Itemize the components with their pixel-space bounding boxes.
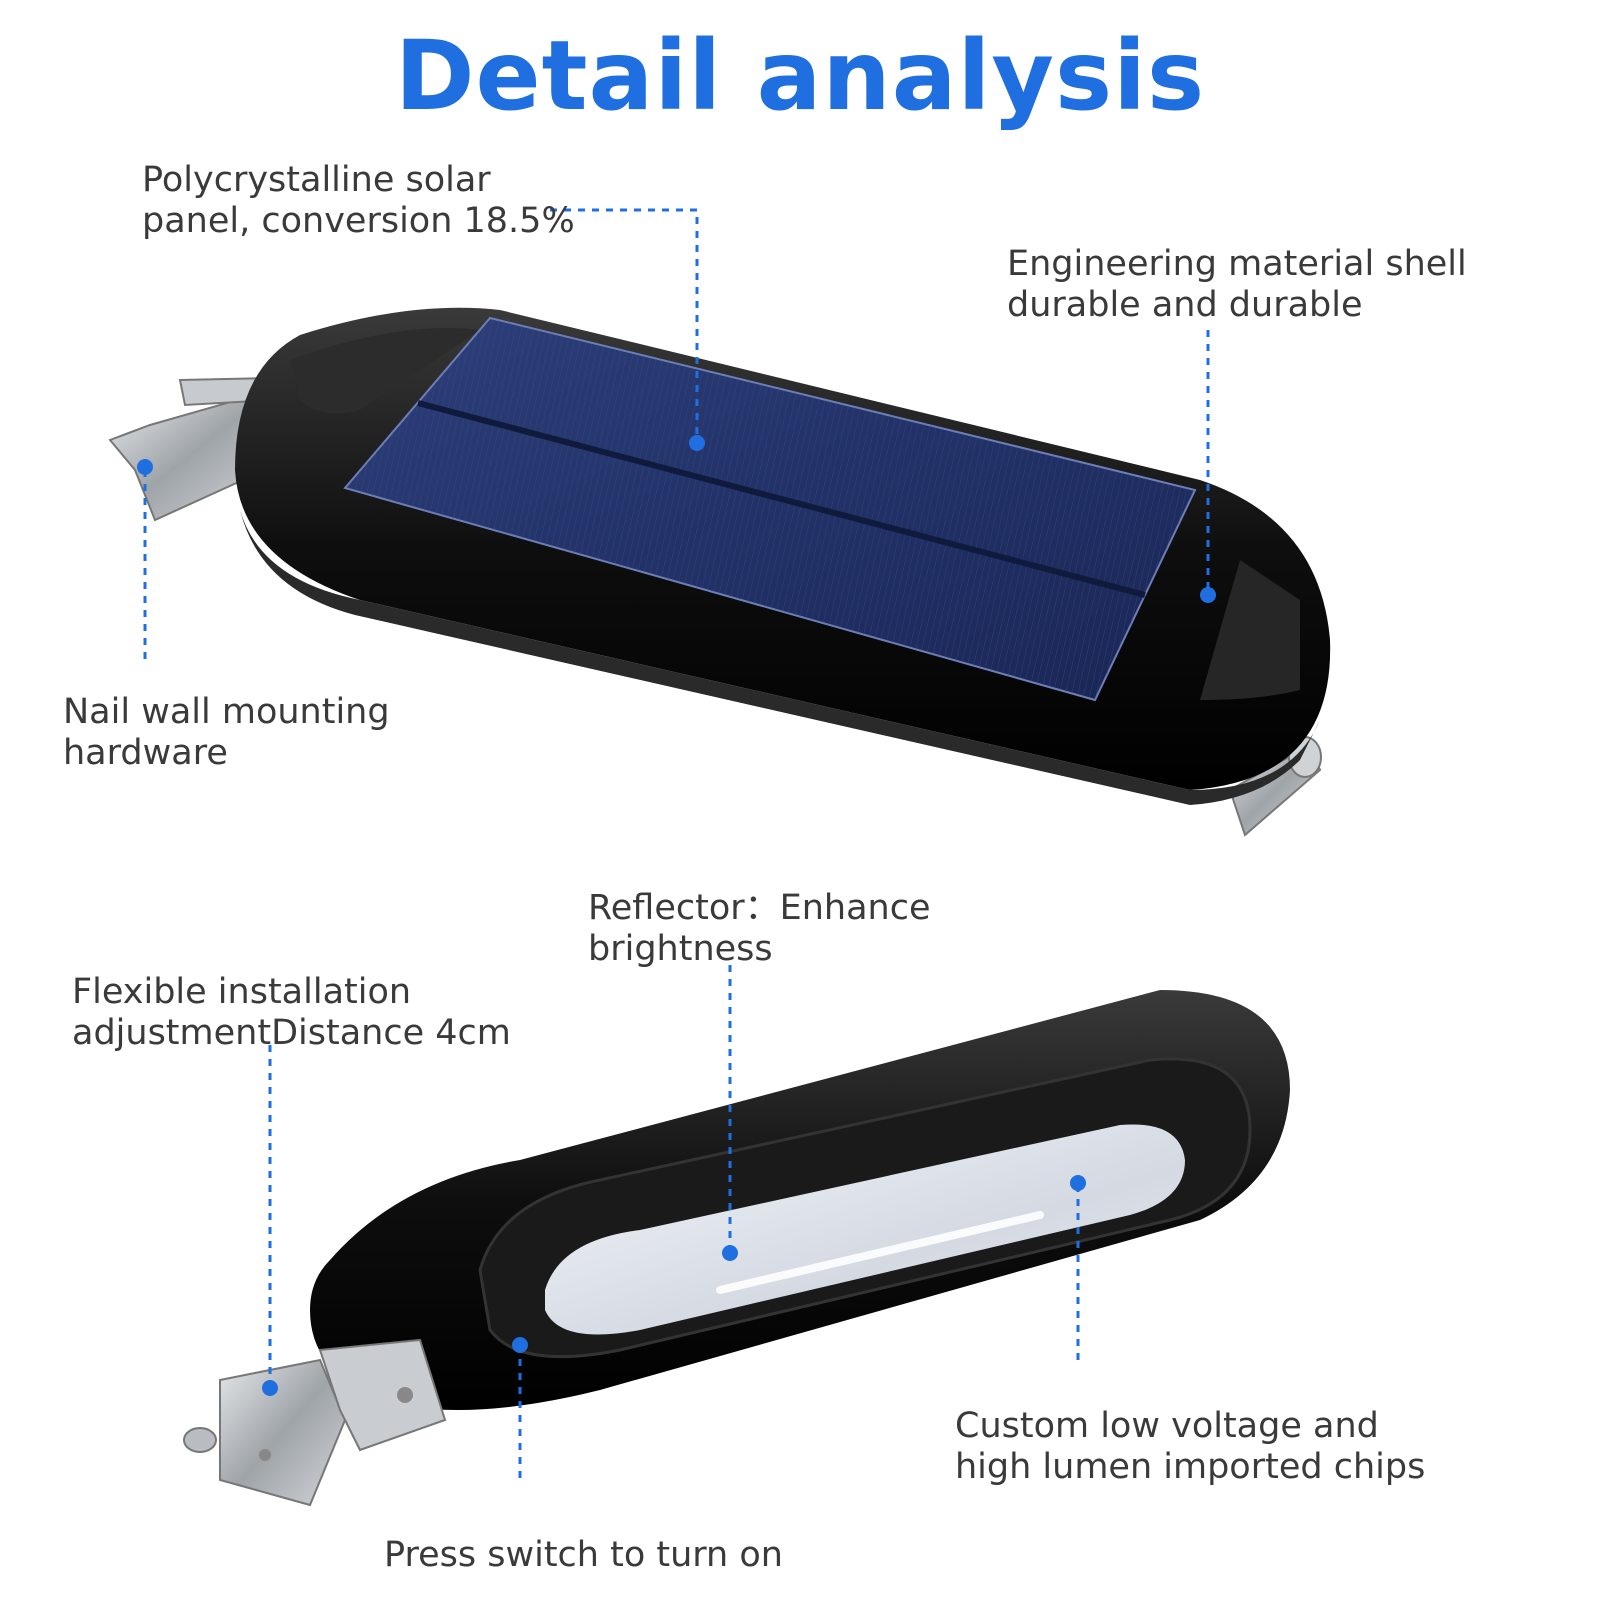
callout-leaders — [143, 208, 1210, 1485]
callout-reflector-line1: Reflector：Enhance — [588, 888, 931, 928]
callout-dots — [137, 435, 1216, 1396]
callout-chips-line2: high lumen imported chips — [955, 1447, 1426, 1487]
callout-solar-panel-line1: Polycrystalline solar — [142, 160, 491, 200]
callout-shell-line1: Engineering material shell — [1007, 244, 1467, 284]
reflector-dot — [722, 1245, 738, 1261]
switch-dot — [512, 1337, 528, 1353]
callout-solar-panel: Polycrystalline solar panel, conversion … — [142, 160, 575, 242]
shell-dot — [1200, 587, 1216, 603]
reflector-lens — [545, 1124, 1185, 1335]
solar-panel — [343, 316, 1197, 702]
callout-switch: Press switch to turn on — [384, 1535, 783, 1576]
callout-reflector: Reflector：Enhance brightness — [588, 888, 931, 970]
callout-solar-panel-line2: panel, conversion 18.5% — [142, 201, 575, 241]
callout-installation-line1: Flexible installation — [72, 972, 412, 1012]
page-title: Detail analysis — [394, 20, 1206, 132]
callout-switch-line1: Press switch to turn on — [384, 1535, 783, 1575]
chips-dot — [1070, 1175, 1086, 1191]
bottom-mounting-bracket — [183, 1338, 447, 1507]
installation-dot — [262, 1380, 278, 1396]
callout-shell: Engineering material shell durable and d… — [1007, 244, 1467, 326]
top-mounting-bracket — [108, 376, 274, 522]
callout-reflector-line2: brightness — [588, 929, 773, 969]
mounting-dot — [137, 459, 153, 475]
callout-installation: Flexible installation adjustmentDistance… — [72, 972, 511, 1054]
callout-mounting: Nail wall mounting hardware — [63, 692, 390, 774]
callout-installation-line2: adjustmentDistance 4cm — [72, 1013, 511, 1053]
callout-shell-line2: durable and durable — [1007, 285, 1363, 325]
callout-chips: Custom low voltage and high lumen import… — [955, 1406, 1425, 1488]
callout-chips-line1: Custom low voltage and — [955, 1406, 1379, 1446]
callout-mounting-line2: hardware — [63, 733, 228, 773]
callout-mounting-line1: Nail wall mounting — [63, 692, 390, 732]
solar-panel-dot — [689, 435, 705, 451]
